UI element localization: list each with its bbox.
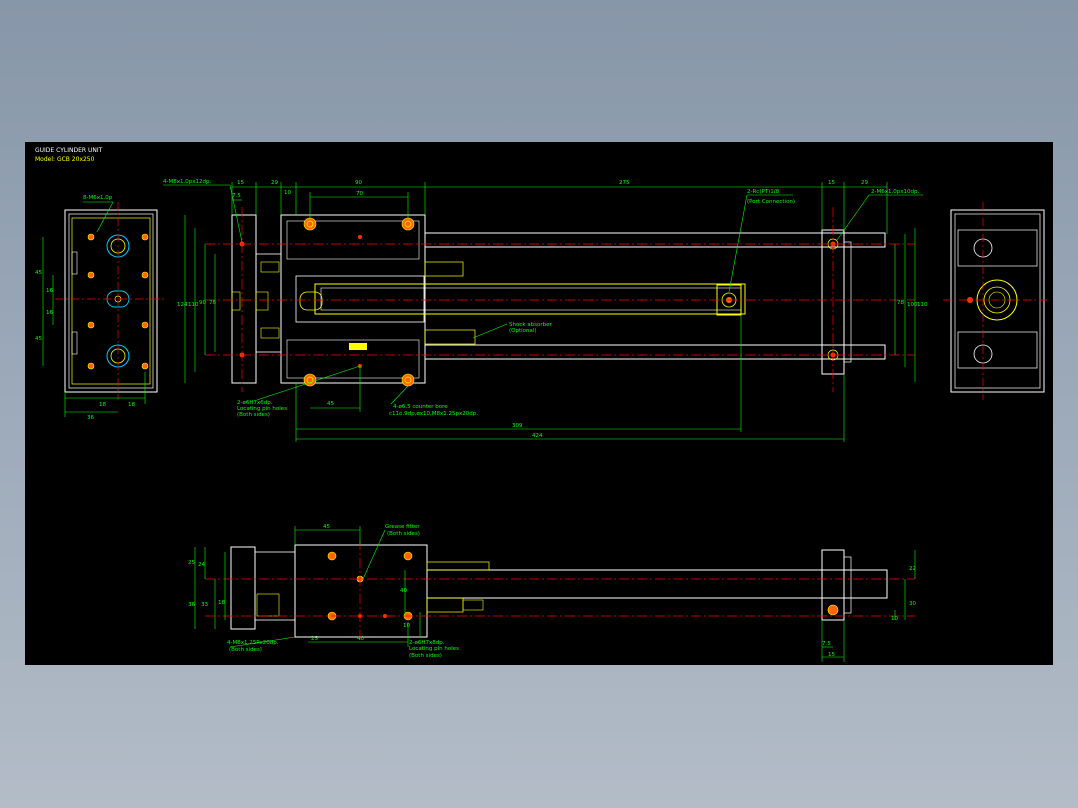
dim-bottom-24: 24 xyxy=(198,562,205,568)
dim-bottom-25-horizontal: 25 xyxy=(311,636,318,642)
drawing-model: Model: GCB 20x250 xyxy=(35,156,95,163)
note-grease-sub: (Both sides) xyxy=(387,531,420,537)
dim-15: 15 xyxy=(237,180,244,186)
bottom-side-view: 45 25 24 36 33 18 40 25 40 10 22 30 10 7… xyxy=(188,524,916,662)
dim-bottom-25: 25 xyxy=(188,560,195,566)
note-m6-right: 2-M6x1.0px10dp. xyxy=(871,189,919,195)
dim-110: 110 xyxy=(188,302,199,308)
dim-15-right: 15 xyxy=(828,180,835,186)
note-m8-top: 4-M8x1.0px12dp. xyxy=(163,179,211,185)
dim-124: 124 xyxy=(177,302,188,308)
note-loc-top-sub: Locating pin holes xyxy=(237,406,287,412)
dim-45-lower-top: 45 xyxy=(327,401,334,407)
dim-36: 36 xyxy=(87,415,94,421)
note-grease: Grease fitter xyxy=(385,524,420,530)
note-port-sub: (Port Connection) xyxy=(747,199,795,205)
dim-bottom-10-right: 10 xyxy=(891,616,898,622)
note-loc-bottom-sub2: (Both sides) xyxy=(409,653,442,659)
dim-10: 10 xyxy=(284,190,291,196)
dim-110-right: 110 xyxy=(917,302,928,308)
dim-bottom-22: 22 xyxy=(909,566,916,572)
dim-90: 90 xyxy=(355,180,362,186)
note-8-m6: 8-M6x1.0p xyxy=(83,195,113,201)
note-m8-bottom-sub: (Both sides) xyxy=(229,647,262,653)
dim-bottom-40-vertical: 40 xyxy=(400,588,407,594)
dim-70: 70 xyxy=(356,191,363,197)
main-top-view: 15 29 10 90 70 275 15 29 7.5 124 110 90 … xyxy=(163,179,928,442)
dim-29: 29 xyxy=(271,180,278,186)
right-end-view xyxy=(943,202,1050,400)
dim-bottom-10: 10 xyxy=(403,623,410,629)
note-m8-bottom: 4-M8x1.25Px20dp. xyxy=(227,640,279,646)
dim-7-5: 7.5 xyxy=(232,193,241,199)
guide-cylinder-drawing: GUIDE CYLINDER UNIT Model: GCB 20x250 xyxy=(35,147,1050,662)
dim-bottom-45: 45 xyxy=(323,524,330,530)
drawing-title: GUIDE CYLINDER UNIT xyxy=(35,147,103,154)
dim-bottom-15: 15 xyxy=(828,652,835,658)
note-dowel: 4-ø6.5 counter bore xyxy=(393,404,448,410)
note-dowel-sub: c11ó,9dp,øx10,M8x1.25px20dp. xyxy=(389,410,478,417)
note-loc-bottom: 2-ø6H7x8dp. xyxy=(409,640,445,646)
note-port: 2-Rc(PT)1/8 xyxy=(747,189,780,195)
dim-16a: 16 xyxy=(46,288,53,294)
dim-90-vertical: 90 xyxy=(199,300,206,306)
dim-bottom-36: 36 xyxy=(188,602,195,608)
dim-78: 78 xyxy=(897,300,904,306)
dim-18a: 18 xyxy=(99,402,106,408)
dim-bottom-40: 40 xyxy=(357,636,364,642)
left-end-view: 8-M6x1.0p 45 45 16 16 18 18 36 xyxy=(35,195,167,421)
dim-18b: 18 xyxy=(128,402,135,408)
note-loc-top: 2-ø6H7x6dp. xyxy=(237,400,273,406)
dim-bottom-33: 33 xyxy=(201,602,208,608)
dim-bottom-7-5: 7.5 xyxy=(822,641,831,647)
dim-45-upper: 45 xyxy=(35,270,42,276)
cad-drawing-sheet: GUIDE CYLINDER UNIT Model: GCB 20x250 xyxy=(25,142,1053,665)
dim-45-lower: 45 xyxy=(35,336,42,342)
note-loc-top-sub2: (Both sides) xyxy=(237,412,270,418)
dim-275: 275 xyxy=(619,180,630,186)
dim-424: 424 xyxy=(532,433,543,439)
dim-29-right: 29 xyxy=(861,180,868,186)
dim-bottom-30: 30 xyxy=(909,601,916,607)
dim-76: 76 xyxy=(209,300,216,306)
dim-100: 100 xyxy=(907,302,918,308)
dim-309: 309 xyxy=(512,423,523,429)
dim-bottom-18: 18 xyxy=(218,600,225,606)
note-loc-bottom-sub: Locating pin holes xyxy=(409,646,459,652)
note-shock: Shock absorber xyxy=(509,322,553,328)
note-shock-sub: (Optional) xyxy=(509,328,537,334)
dim-16b: 16 xyxy=(46,310,53,316)
